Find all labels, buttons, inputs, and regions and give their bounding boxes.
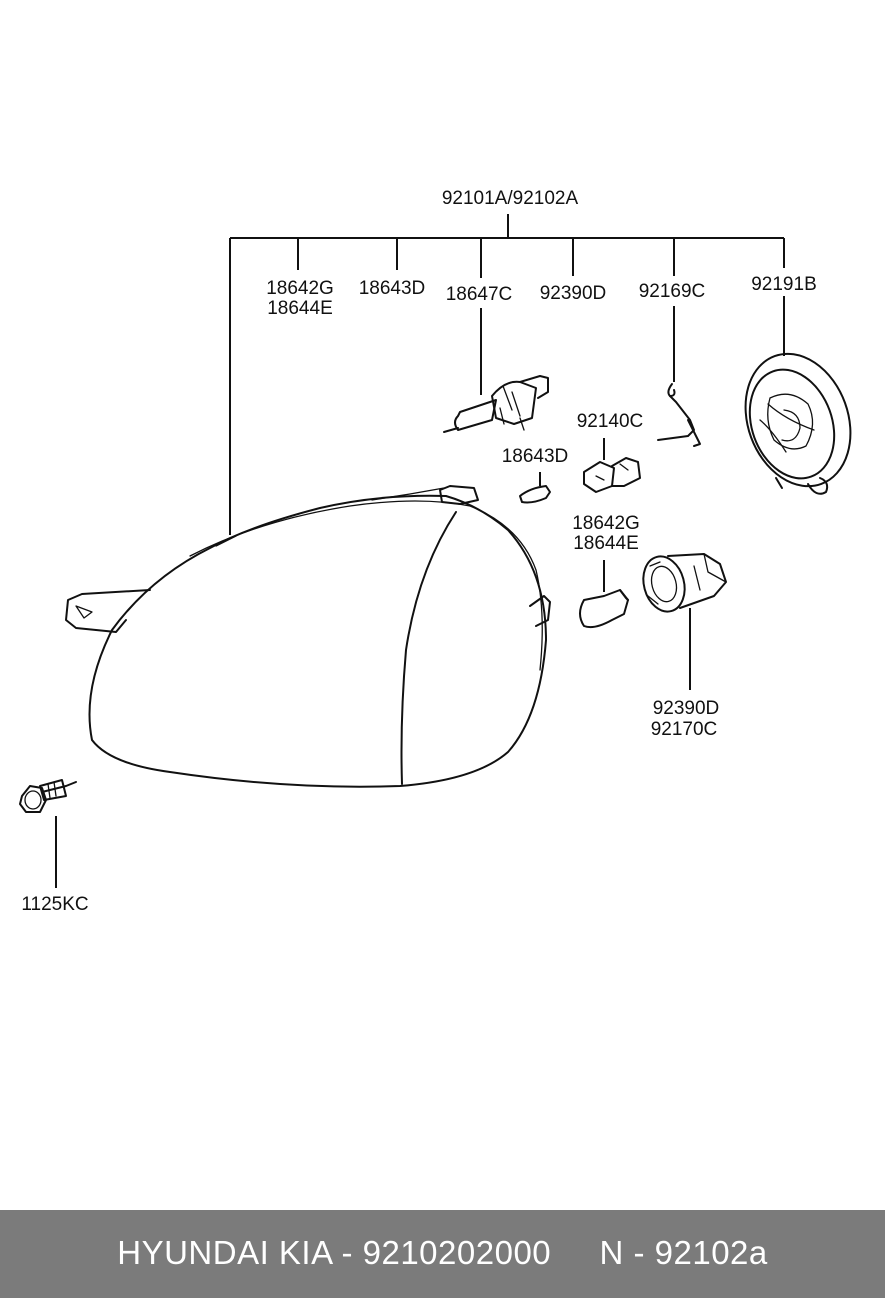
screw-1125kc	[19, 779, 77, 813]
callout-92170c: 92170C	[651, 719, 718, 740]
halogen-bulb	[443, 375, 549, 433]
callout-92390d-top: 92390D	[540, 283, 607, 304]
callout-18643d-mid: 18643D	[502, 446, 569, 467]
callout-18644e-top: 18644E	[267, 298, 333, 319]
bulb-socket	[642, 553, 727, 613]
leader-bracket	[229, 214, 785, 535]
footer-bar: HYUNDAI KIA - 9210202000 N - 92102a	[0, 1210, 885, 1298]
parts-diagram: 92101A/92102A 18642G 18644E 18643D 18647…	[19, 188, 852, 915]
small-socket	[583, 457, 641, 493]
wedge-bulb	[519, 485, 551, 504]
callout-92191b: 92191B	[751, 274, 817, 295]
callout-18642g-mid: 18642G	[572, 513, 640, 534]
signal-bulb	[579, 589, 629, 629]
part-number-caption: HYUNDAI KIA - 9210202000 N - 92102a	[117, 1234, 768, 1271]
wire-spring	[657, 383, 701, 447]
callout-18643d-top: 18643D	[359, 278, 426, 299]
callout-18647c: 18647C	[446, 284, 513, 305]
assembly-label: 92101A/92102A	[442, 188, 579, 209]
headlamp-housing	[65, 485, 551, 788]
callout-92140c: 92140C	[577, 411, 644, 432]
callout-18642g-top: 18642G	[266, 278, 334, 299]
headlamp-cap	[744, 352, 852, 495]
callout-92390d-bot: 92390D	[653, 698, 720, 719]
callout-1125kc: 1125KC	[21, 894, 88, 915]
callout-18644e-mid: 18644E	[573, 533, 639, 554]
callout-92169c: 92169C	[639, 281, 706, 302]
